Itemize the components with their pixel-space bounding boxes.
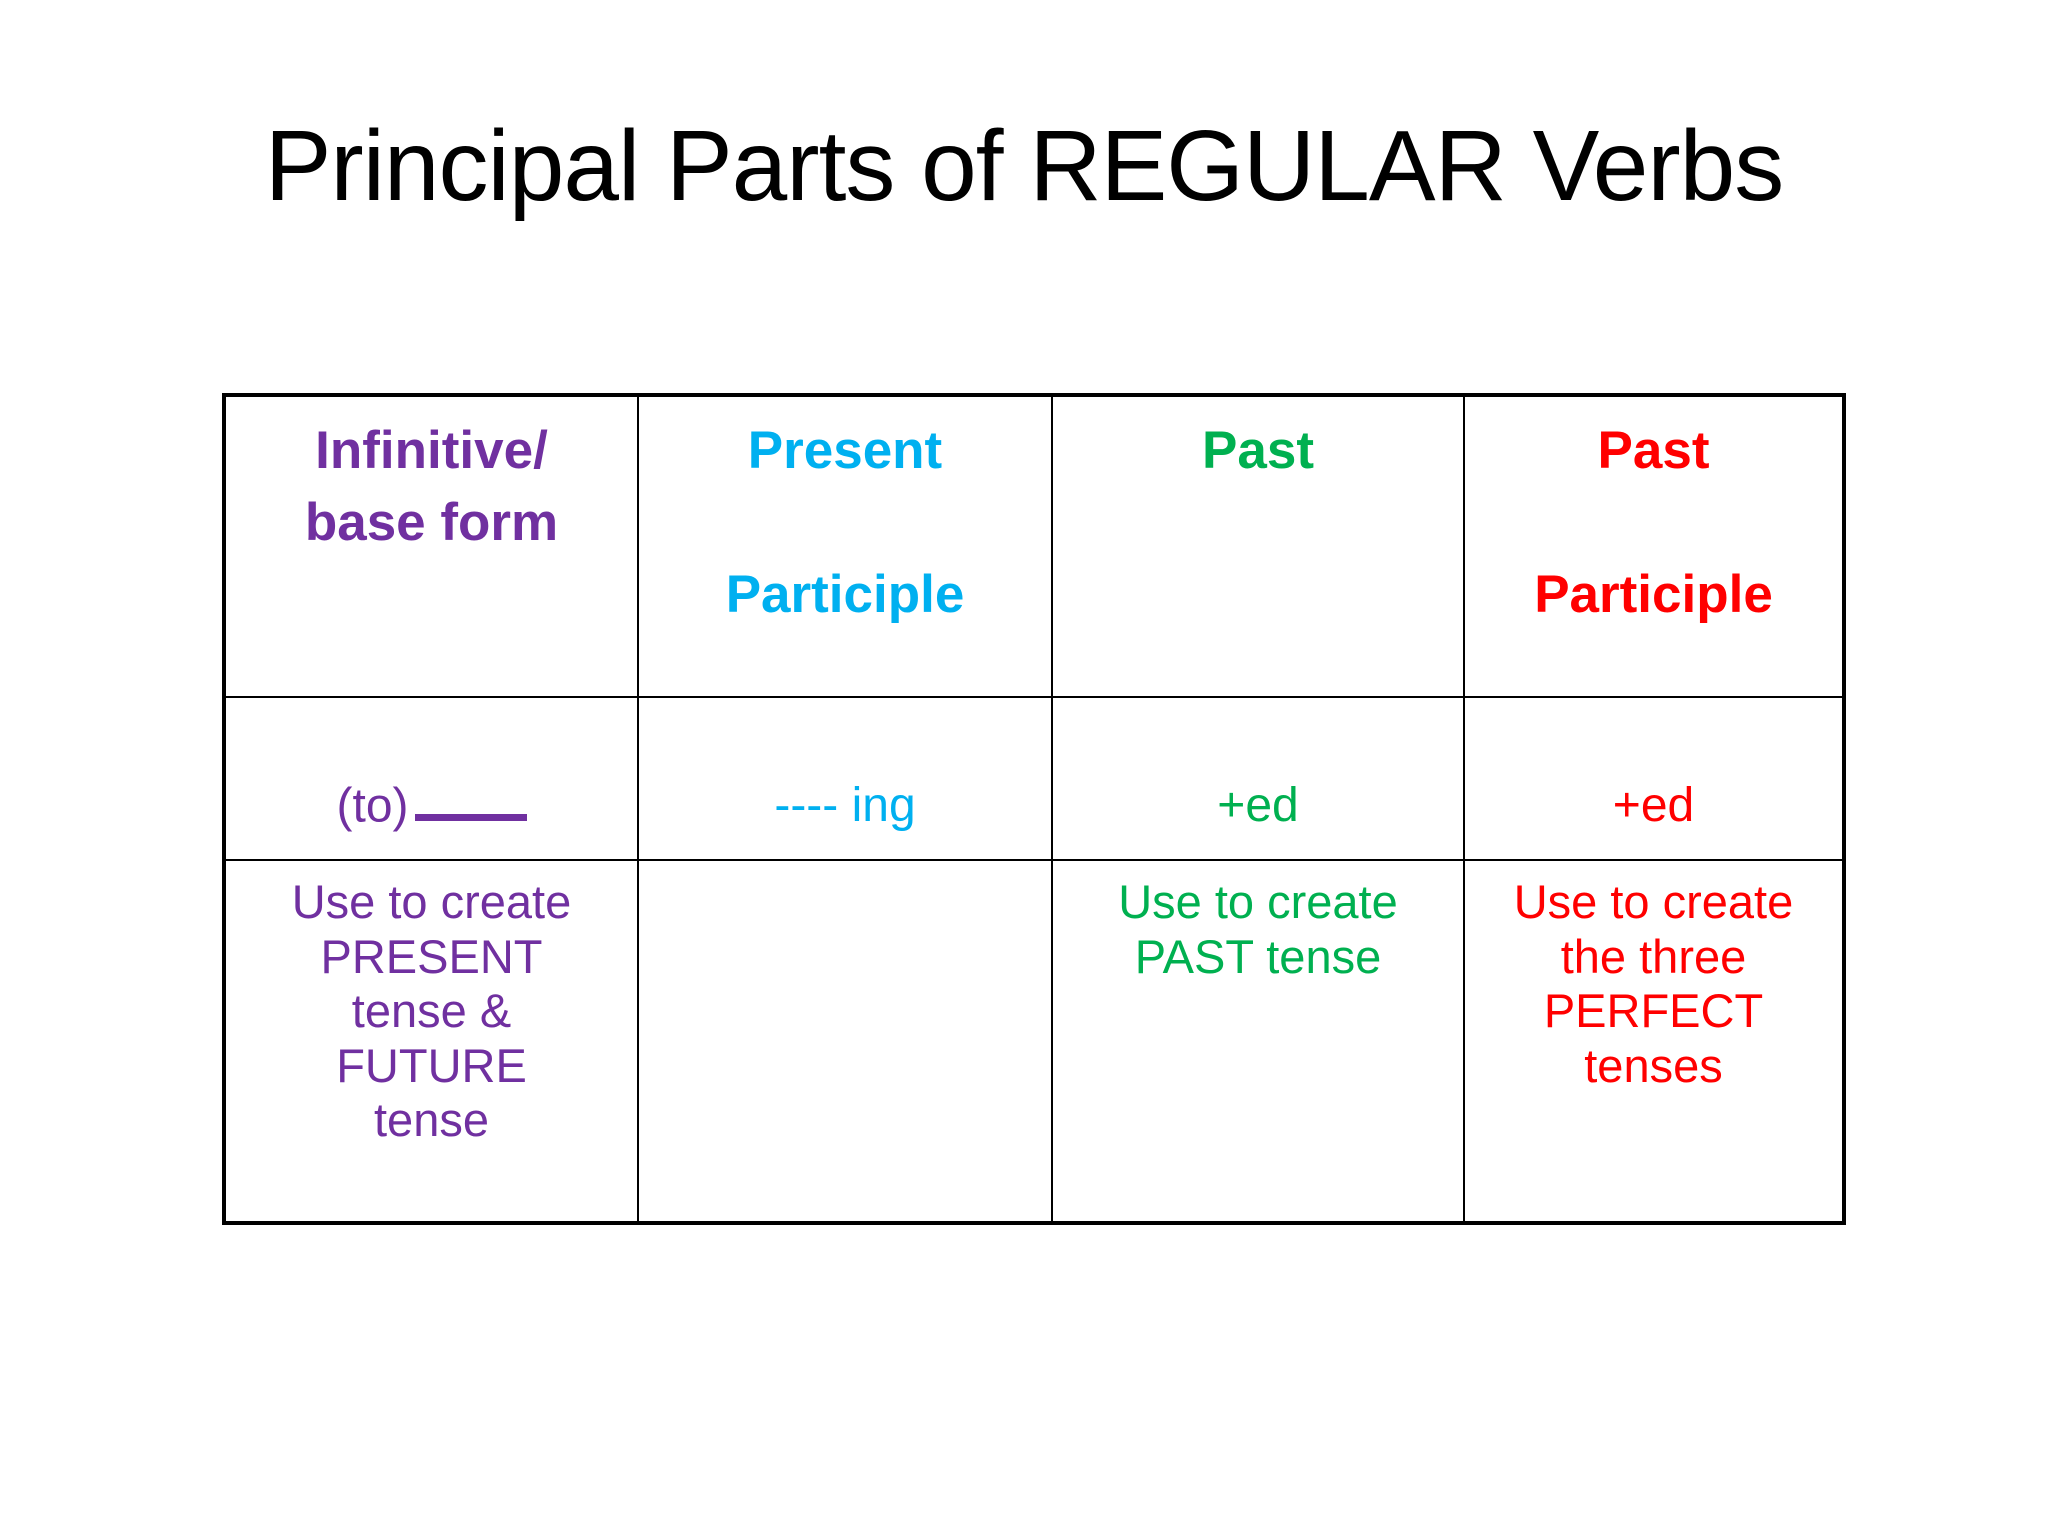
form-label-infinitive: (to) bbox=[336, 779, 409, 833]
usage-text-infinitive: Use to create PRESENT tense & FUTURE ten… bbox=[291, 875, 572, 1147]
page-title: Principal Parts of REGULAR Verbs bbox=[264, 110, 1785, 222]
usage-text-present-participle bbox=[639, 861, 1051, 875]
table-row-usage: Use to create PRESENT tense & FUTURE ten… bbox=[223, 859, 1845, 1224]
form-text-present-participle: ---- ing bbox=[774, 779, 916, 833]
usage-cell-past-participle: Use to create the three PERFECT tenses bbox=[1463, 859, 1845, 1224]
form-cell-present-participle: ---- ing bbox=[637, 696, 1053, 861]
column-header-present-participle: Present Participle bbox=[725, 421, 965, 625]
usage-cell-past: Use to create PAST tense bbox=[1051, 859, 1465, 1224]
form-text-past-participle: +ed bbox=[1612, 779, 1695, 833]
column-header-infinitive: Infinitive/ base form bbox=[304, 421, 559, 553]
usage-cell-present-participle bbox=[637, 859, 1053, 1224]
form-text-infinitive: (to) bbox=[226, 775, 637, 859]
principal-parts-table: Infinitive/ base form Present Participle… bbox=[222, 393, 1846, 1225]
table-header-row: Infinitive/ base form Present Participle… bbox=[223, 394, 1845, 698]
fill-in-blank-line bbox=[414, 775, 527, 822]
form-text-past: +ed bbox=[1217, 779, 1299, 833]
table-row-forms: (to) ---- ing +ed +ed bbox=[223, 696, 1845, 861]
form-cell-past-participle: +ed bbox=[1463, 696, 1845, 861]
form-cell-infinitive: (to) bbox=[223, 696, 639, 861]
column-header-past: Past bbox=[1202, 421, 1314, 480]
table-header-cell-past-participle: Past Participle bbox=[1463, 394, 1845, 698]
usage-text-past: Use to create PAST tense bbox=[1118, 875, 1398, 983]
usage-cell-infinitive: Use to create PRESENT tense & FUTURE ten… bbox=[223, 859, 639, 1224]
table-header-cell-present-participle: Present Participle bbox=[637, 394, 1053, 698]
usage-text-past-participle: Use to create the three PERFECT tenses bbox=[1513, 875, 1794, 1092]
table-header-cell-infinitive: Infinitive/ base form bbox=[223, 394, 639, 698]
form-cell-past: +ed bbox=[1051, 696, 1465, 861]
table-header-cell-past: Past bbox=[1051, 394, 1465, 698]
column-header-past-participle: Past Participle bbox=[1534, 421, 1773, 625]
